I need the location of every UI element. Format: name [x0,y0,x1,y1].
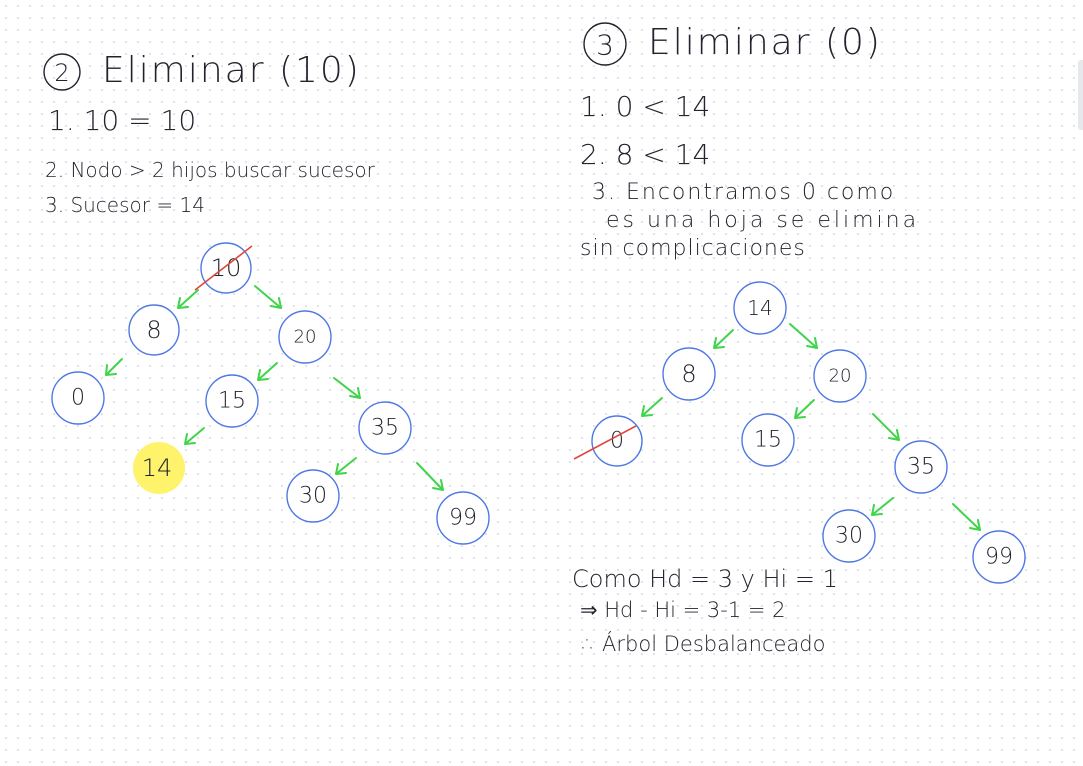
right-step-3-end: sin complicaciones [580,236,806,261]
left-step-3: 3. Sucesor = 14 [45,193,205,217]
right-node-35: 35 [894,440,948,494]
right-section-number: 3 [596,29,614,62]
right-node-30: 30 [822,509,876,563]
edge-20-35 [333,377,361,399]
right-section-number-circle [583,22,627,66]
delete-strike [573,425,637,460]
right-step-2: 2. 8 < 14 [580,138,711,171]
left-node-0: 0 [51,371,105,425]
left-node-10: 10 [194,242,253,294]
edge-20-15 [257,362,278,381]
conclusion-result: ∴ Árbol Desbalanceado [582,632,826,656]
edge-20-15 [794,399,815,419]
right-title: Eliminar (0) [648,22,882,63]
svg-text:99: 99 [449,506,477,531]
edge-35-30 [335,457,357,475]
svg-text:99: 99 [985,545,1013,570]
svg-text:14: 14 [142,454,173,482]
left-section-number-circle [43,53,81,91]
conclusion-heights: Como Hd = 3 y Hi = 1 [572,565,838,593]
edge-10-8 [177,289,199,309]
edge-10-20 [254,285,282,309]
svg-text:8: 8 [146,316,161,344]
edge-35-99 [952,503,981,531]
edge-14-8 [713,329,734,349]
left-step-1: 1. 10 = 10 [48,104,197,137]
right-node-0: 0 [573,415,643,467]
svg-text:15: 15 [754,428,782,453]
left-step-2: 2. Nodo > 2 hijos buscar sucesor [45,158,375,182]
svg-text:15: 15 [218,389,246,414]
right-step-1: 1. 0 < 14 [580,90,711,123]
edge-35-99 [416,462,444,491]
edge-scroll-handle[interactable] [1078,60,1083,130]
svg-text:0: 0 [71,386,85,411]
svg-text:35: 35 [907,455,935,480]
conclusion-difference: ⇒ Hd - Hi = 3-1 = 2 [580,598,786,622]
left-node-99: 99 [436,491,490,545]
svg-text:30: 30 [299,484,327,509]
left-node-8: 8 [128,304,180,356]
left-tree-edges [105,285,444,491]
right-step-3: 3. Encontramos 0 como [592,180,896,205]
svg-text:20: 20 [829,366,852,387]
edge-20-35 [872,413,900,441]
right-tree-edges [641,323,981,531]
right-step-3-cont: es una hoja se elimina [606,208,920,233]
left-node-20: 20 [278,310,332,364]
left-node-15: 15 [205,374,259,428]
right-node-8: 8 [662,347,716,401]
svg-text:30: 30 [835,524,863,549]
svg-text:35: 35 [371,416,399,441]
edge-15-14 [184,427,205,445]
svg-text:8: 8 [681,360,696,388]
svg-text:20: 20 [294,327,317,348]
left-section-number: 2 [54,59,69,87]
delete-strike [194,245,253,291]
left-node-30: 30 [286,469,340,523]
right-node-14: 14 [733,281,787,335]
left-node-14-highlighted: 14 [133,442,185,494]
right-node-15: 15 [741,413,795,467]
svg-text:0: 0 [610,429,624,454]
left-title: Eliminar (10) [102,50,361,91]
right-node-20: 20 [813,349,867,403]
right-node-99: 99 [972,530,1026,584]
left-node-35: 35 [358,401,412,455]
edge-35-30 [871,497,894,516]
edge-8-0 [105,358,123,376]
edge-14-20 [789,323,818,349]
edge-8-0 [641,397,663,417]
svg-text:14: 14 [747,296,772,320]
